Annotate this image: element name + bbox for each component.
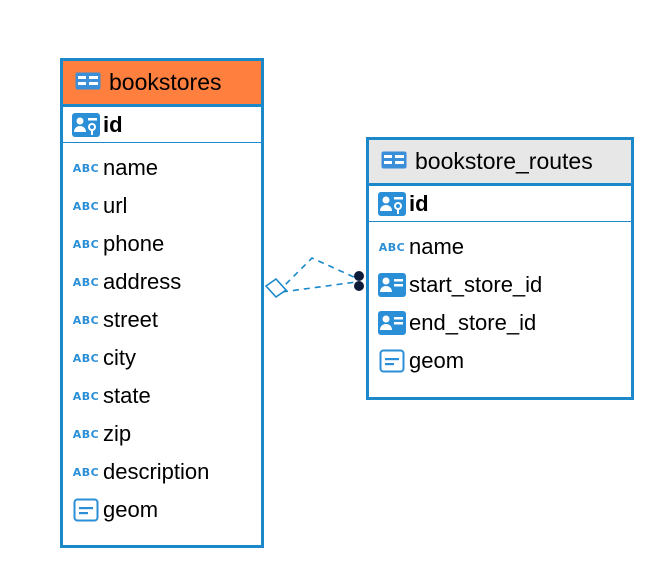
column-name: name <box>409 234 465 259</box>
key-user-icon <box>375 191 409 217</box>
entity-title: bookstore_routes <box>415 148 593 174</box>
primary-key-row[interactable]: id <box>63 107 261 143</box>
column-name: city <box>103 345 136 370</box>
text-type-icon: ABC <box>72 161 100 175</box>
column-name: name <box>103 155 159 180</box>
column-name: start_store_id <box>409 272 543 297</box>
column-name: end_store_id <box>409 310 537 335</box>
entity-header[interactable]: bookstore_routes <box>369 140 631 186</box>
column-row[interactable]: geom <box>63 491 261 529</box>
user-card-icon <box>375 272 409 298</box>
user-card-icon <box>375 310 409 336</box>
column-name: phone <box>103 231 165 256</box>
column-name: url <box>103 193 128 218</box>
column-name: description <box>103 459 210 484</box>
text-type-icon: ABC <box>72 237 100 251</box>
table-icon <box>381 148 407 175</box>
text-type-icon: ABC <box>72 199 100 213</box>
geometry-icon <box>375 349 409 373</box>
relationship-dot-icon-2 <box>354 281 364 291</box>
column-name: geom <box>409 348 465 373</box>
column-row[interactable]: start_store_id <box>369 266 631 304</box>
text-type-icon: ABC <box>72 427 100 441</box>
key-user-icon <box>69 112 103 138</box>
primary-key-row[interactable]: id <box>369 186 631 222</box>
column-name: zip <box>103 421 132 446</box>
geometry-icon <box>69 498 103 522</box>
relationship-line <box>277 257 357 293</box>
column-name: geom <box>103 497 159 522</box>
text-type-icon: ABC <box>72 389 100 403</box>
table-icon <box>75 69 101 96</box>
text-type-icon: ABC <box>378 240 406 254</box>
column-name: address <box>103 269 182 294</box>
text-type-icon: ABC <box>72 313 100 327</box>
text-type-icon: ABC <box>72 275 100 289</box>
diamond-end-icon <box>264 277 288 299</box>
entity-header[interactable]: bookstores <box>63 61 261 107</box>
relationship-line-lower <box>281 281 357 293</box>
column-name: state <box>103 383 151 408</box>
column-row[interactable]: geom <box>369 342 631 380</box>
primary-key-name: id <box>103 111 123 137</box>
text-type-icon: ABC <box>72 465 100 479</box>
relationship-dot-icon <box>354 271 364 281</box>
entity-title: bookstores <box>109 69 222 95</box>
column-row[interactable]: end_store_id <box>369 304 631 342</box>
column-name: street <box>103 307 159 332</box>
primary-key-name: id <box>409 190 429 216</box>
text-type-icon: ABC <box>72 351 100 365</box>
